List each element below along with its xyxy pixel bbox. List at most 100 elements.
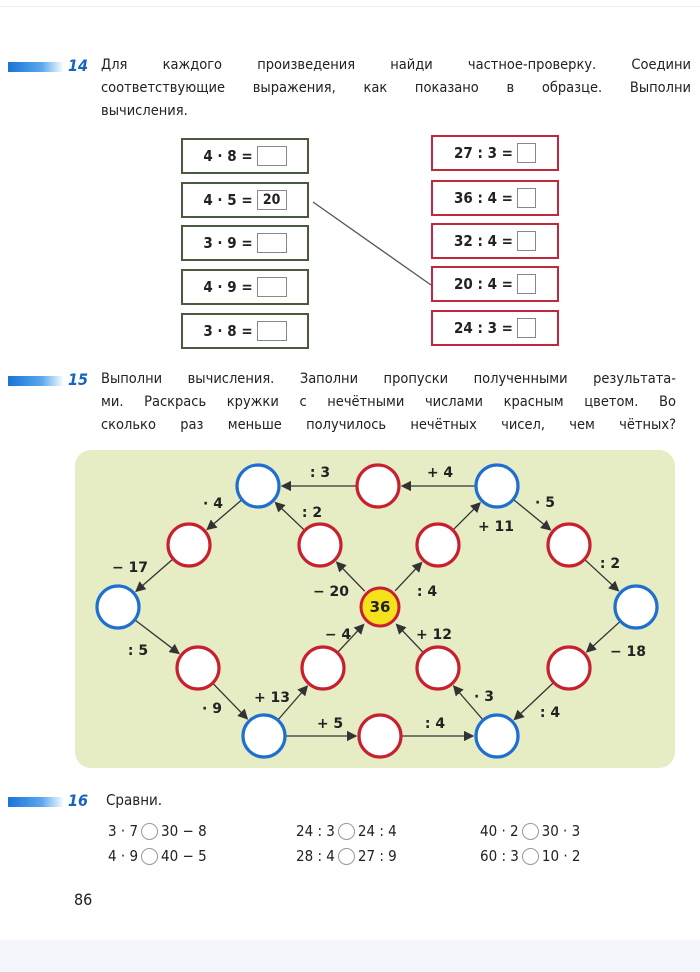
right-expression: 27 : 9 [357,847,397,865]
task-15-text: Выполни вычисления. Заполни пропуски пол… [101,368,676,437]
comparison-item: 60 : 3 10 · 2 [480,847,580,865]
quotient-box: 27 : 3 = [431,135,559,171]
left-expression: 3 · 7 [108,822,139,840]
operation-label: − 17 [112,560,148,576]
answer-field[interactable] [256,146,287,166]
quotient-box: 20 : 4 = [431,266,559,302]
product-box: 3 · 8 = [181,313,309,349]
operation-label: : 4 [540,705,560,721]
right-expression: 30 − 8 [161,822,207,840]
answer-circle-red[interactable] [355,463,401,509]
answer-circle-red[interactable] [166,522,212,568]
operation-label: · 5 [535,495,555,511]
comparison-circle[interactable] [337,847,355,865]
comparison-circle[interactable] [141,822,159,840]
expression: 3 · 8 = [203,322,253,340]
answer-circle-red[interactable] [415,645,461,691]
answer-field[interactable] [516,231,536,251]
operation-label: + 4 [427,465,454,481]
answer-field[interactable] [516,143,536,163]
operation-label: · 4 [203,496,223,512]
expression: 4 · 8 = [203,147,253,165]
answer-circle-blue[interactable] [241,713,287,759]
right-expression: 10 · 2 [541,847,581,865]
arrow [212,683,249,720]
answer-circle-red[interactable] [300,645,346,691]
expression: 20 : 4 = [454,275,513,293]
operation-label: · 9 [202,701,222,717]
answer-circle-red[interactable] [415,522,461,568]
answer-circle-blue[interactable] [474,463,520,509]
expression: 3 · 9 = [203,234,253,252]
answer-field[interactable]: 20 [256,190,287,210]
operation-label: + 13 [254,690,290,706]
answer-circle-red[interactable] [357,713,403,759]
arrow [453,502,481,530]
operation-label: − 18 [610,644,646,660]
comparison-circle[interactable] [521,847,539,865]
comparison-circle[interactable] [521,822,539,840]
task-14-text: Для каждого произведения найди частное-п… [101,54,691,123]
arrow [585,621,621,653]
arrow [452,685,484,720]
operation-label: : 2 [600,556,620,572]
arrow [513,682,554,721]
comparison-item: 28 : 4 27 : 9 [296,847,397,865]
answer-field[interactable] [516,318,536,338]
expression: 32 : 4 = [454,232,513,250]
answer-circle-blue[interactable] [95,584,141,630]
task-15-line: сколько раз меньше получилось нечётных ч… [101,417,676,433]
task-15-number: 15 [68,370,89,389]
task-marker [8,376,64,386]
product-box: 4 · 8 = [181,138,309,174]
comparison-circle[interactable] [337,822,355,840]
operation-label: + 12 [416,627,452,643]
operation-label: : 2 [302,505,322,521]
product-box: 4 · 5 =20 [181,182,309,218]
task-14-number: 14 [68,56,89,75]
right-expression: 24 : 4 [357,822,397,840]
answer-field[interactable] [256,321,287,341]
arrow [206,499,242,531]
answer-field[interactable] [256,233,287,253]
arrow [335,561,366,592]
answer-circle-red[interactable] [546,645,592,691]
left-expression: 60 : 3 [480,847,519,865]
answer-circle-red[interactable] [175,645,221,691]
answer-field[interactable] [516,188,536,208]
divider [0,6,700,7]
answer-field[interactable] [256,277,287,297]
left-expression: 28 : 4 [296,847,335,865]
task-15-line: Выполни вычисления. Заполни пропуски пол… [101,371,676,387]
task-marker [8,62,64,72]
answer-circle-red[interactable] [546,522,592,568]
footer-strip [0,940,700,972]
arrow [135,619,180,655]
task-16-number: 16 [68,791,89,810]
start-number-circle [359,586,401,628]
arrow [394,561,423,592]
quotient-box: 32 : 4 = [431,223,559,259]
answer-circle-blue[interactable] [613,584,659,630]
operation-label: : 3 [310,465,330,481]
arrow [337,623,365,653]
start-number: 36 [370,598,391,616]
answer-circle-blue[interactable] [474,713,520,759]
arrow [513,499,552,531]
operation-label: − 4 [325,627,352,643]
comparison-circle[interactable] [141,847,159,865]
answer-circle-blue[interactable] [235,463,281,509]
arrow [584,559,620,592]
operation-label: : 4 [425,716,445,732]
expression: 4 · 9 = [203,278,253,296]
right-expression: 30 · 3 [541,822,581,840]
operation-label: + 11 [478,519,514,535]
task-14-line: Для каждого произведения найди частное-п… [101,57,691,73]
expression: 36 : 4 = [454,189,513,207]
answer-field[interactable] [516,274,536,294]
task-16-title: Сравни. [106,791,163,809]
answer-circle-red[interactable] [297,522,343,568]
operation-label: − 20 [313,584,349,600]
